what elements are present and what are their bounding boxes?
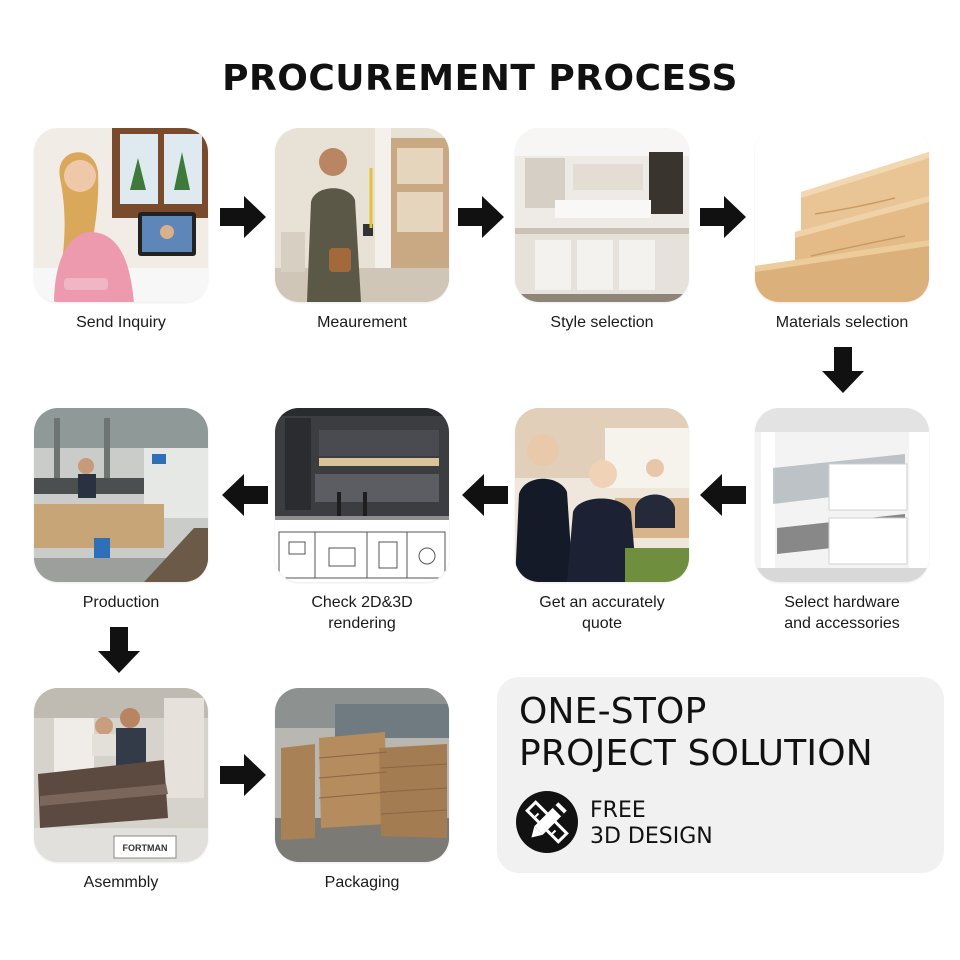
free-3d-design-text: FREE 3D DESIGN: [590, 798, 713, 850]
step-style-selection: Style selection: [515, 128, 689, 333]
brand-label: FORTMAN: [123, 843, 168, 853]
step-production: Production: [34, 408, 208, 613]
arrow-right-icon: [220, 754, 266, 796]
measurement-photo: [275, 128, 449, 302]
send-inquiry-photo: [34, 128, 208, 302]
arrow-down-icon: [98, 627, 140, 673]
packaging-photo: [275, 688, 449, 862]
step-get-quote: Get an accurately quote: [515, 408, 689, 634]
arrow-left-icon: [222, 474, 268, 516]
step-caption: Send Inquiry: [76, 314, 166, 331]
promo-line-2: PROJECT SOLUTION: [519, 733, 873, 774]
step-measurement: Meaurement: [275, 128, 449, 333]
arrow-right-icon: [458, 196, 504, 238]
arrow-right-icon: [220, 196, 266, 238]
page-title: PROCUREMENT PROCESS: [222, 58, 738, 99]
hardware-photo: [755, 408, 929, 582]
step-assembly: FORTMAN Asemmbly: [34, 688, 208, 893]
promo-line-1: ONE-STOP: [519, 691, 707, 732]
rendering-photo: [275, 408, 449, 582]
step-caption: Packaging: [324, 874, 400, 891]
style-selection-photo: [515, 128, 689, 302]
step-materials-selection: Materials selection: [755, 128, 929, 333]
one-stop-solution-panel: ONE-STOP PROJECT SOLUTION FREE 3D DESIGN: [497, 677, 944, 873]
design-tools-icon: [515, 790, 579, 854]
step-caption: Get an accurately quote: [539, 594, 665, 632]
arrow-right-icon: [700, 196, 746, 238]
promo-sub-line-2: 3D DESIGN: [590, 824, 713, 849]
arrow-down-icon: [822, 347, 864, 393]
promo-sub-line-1: FREE: [590, 798, 646, 823]
step-caption: Asemmbly: [83, 874, 159, 891]
quote-photo: [515, 408, 689, 582]
step-caption: Production: [82, 594, 160, 611]
production-photo: [34, 408, 208, 582]
arrow-left-icon: [462, 474, 508, 516]
arrow-left-icon: [700, 474, 746, 516]
step-check-rendering: Check 2D&3D rendering: [275, 408, 449, 634]
step-caption: Meaurement: [317, 314, 407, 331]
step-caption: Style selection: [550, 314, 654, 331]
step-caption: Check 2D&3D rendering: [311, 594, 413, 632]
step-send-inquiry: Send Inquiry: [34, 128, 208, 333]
promo-headline: ONE-STOP PROJECT SOLUTION: [519, 691, 873, 775]
materials-selection-photo: [755, 128, 929, 302]
step-caption: Select hardware and accessories: [784, 594, 900, 632]
assembly-photo: FORTMAN: [34, 688, 208, 862]
step-select-hardware: Select hardware and accessories: [755, 408, 929, 634]
step-caption: Materials selection: [775, 314, 909, 331]
step-packaging: Packaging: [275, 688, 449, 893]
